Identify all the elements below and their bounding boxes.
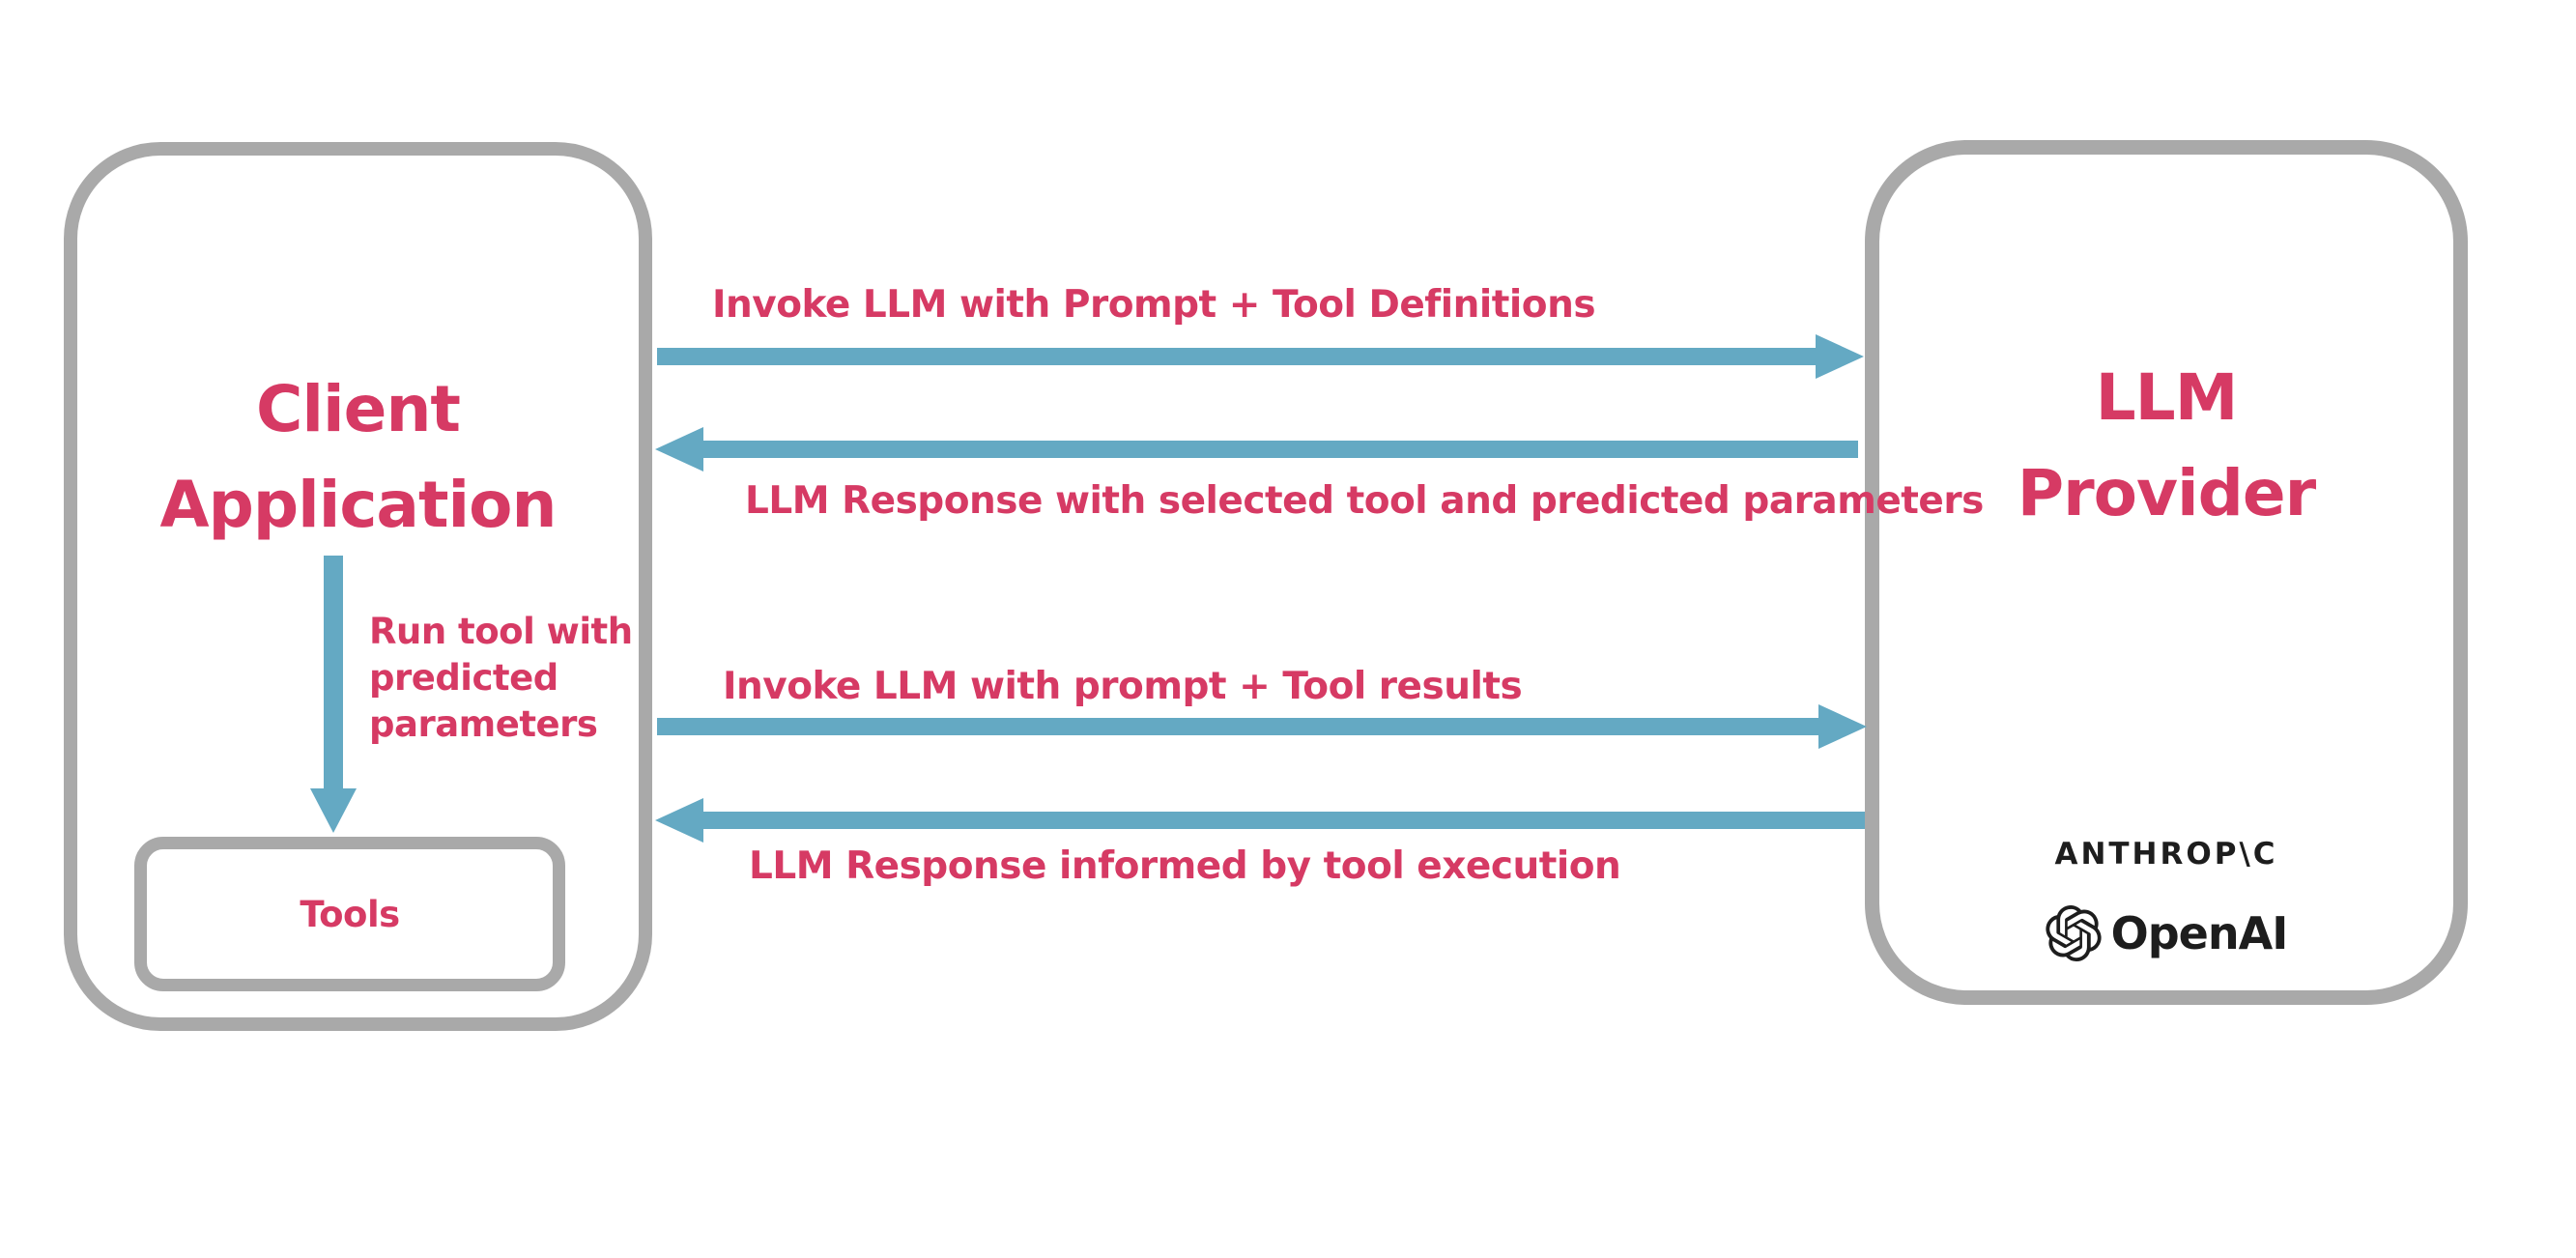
message-arrow-invoke-definitions (657, 334, 1864, 379)
provider-title-line2: Provider (2017, 456, 2316, 530)
arrow-down-icon (310, 788, 357, 833)
anthropic-logo: ANTHROP\C (2054, 837, 2278, 872)
client-title-line2: Application (159, 468, 558, 542)
llm-provider-box (1865, 140, 2468, 1005)
openai-flower-icon (2046, 905, 2102, 961)
run-tool-label-line3: parameters (369, 703, 598, 745)
arrow-shaft (703, 812, 1865, 829)
run-tool-arrow-shaft (324, 556, 343, 788)
arrow-right-icon (1816, 334, 1864, 379)
arrow-left-icon (655, 427, 703, 472)
run-tool-label-line1: Run tool with (369, 611, 633, 652)
run-tool-label: Run tool with predicted parameters (369, 609, 633, 748)
arrow-shaft (657, 348, 1816, 365)
run-tool-label-line2: predicted (369, 657, 558, 699)
message-arrow-response-execution (655, 798, 1865, 843)
tools-box: Tools (134, 837, 565, 991)
provider-title-line1: LLM (2095, 360, 2239, 435)
arrow-right-icon (1818, 704, 1867, 749)
message-label-2: LLM Response with selected tool and pred… (745, 479, 1984, 523)
message-arrow-response-parameters (655, 427, 1858, 472)
arrow-left-icon (655, 798, 703, 843)
message-arrow-invoke-results (657, 704, 1867, 749)
run-tool-arrow (310, 556, 357, 833)
openai-logo: OpenAI (1865, 902, 2468, 964)
message-label-1: Invoke LLM with Prompt + Tool Definition… (712, 283, 1596, 327)
client-application-title: Client Application (64, 361, 652, 553)
llm-provider-title: LLM Provider (1865, 350, 2468, 541)
openai-wordmark: OpenAI (2110, 907, 2289, 959)
arrow-shaft (703, 441, 1858, 458)
client-title-line1: Client (256, 372, 461, 446)
message-label-3: Invoke LLM with prompt + Tool results (723, 665, 1523, 708)
tools-label: Tools (300, 893, 400, 935)
arrow-shaft (657, 718, 1818, 735)
message-label-4: LLM Response informed by tool execution (749, 844, 1621, 888)
